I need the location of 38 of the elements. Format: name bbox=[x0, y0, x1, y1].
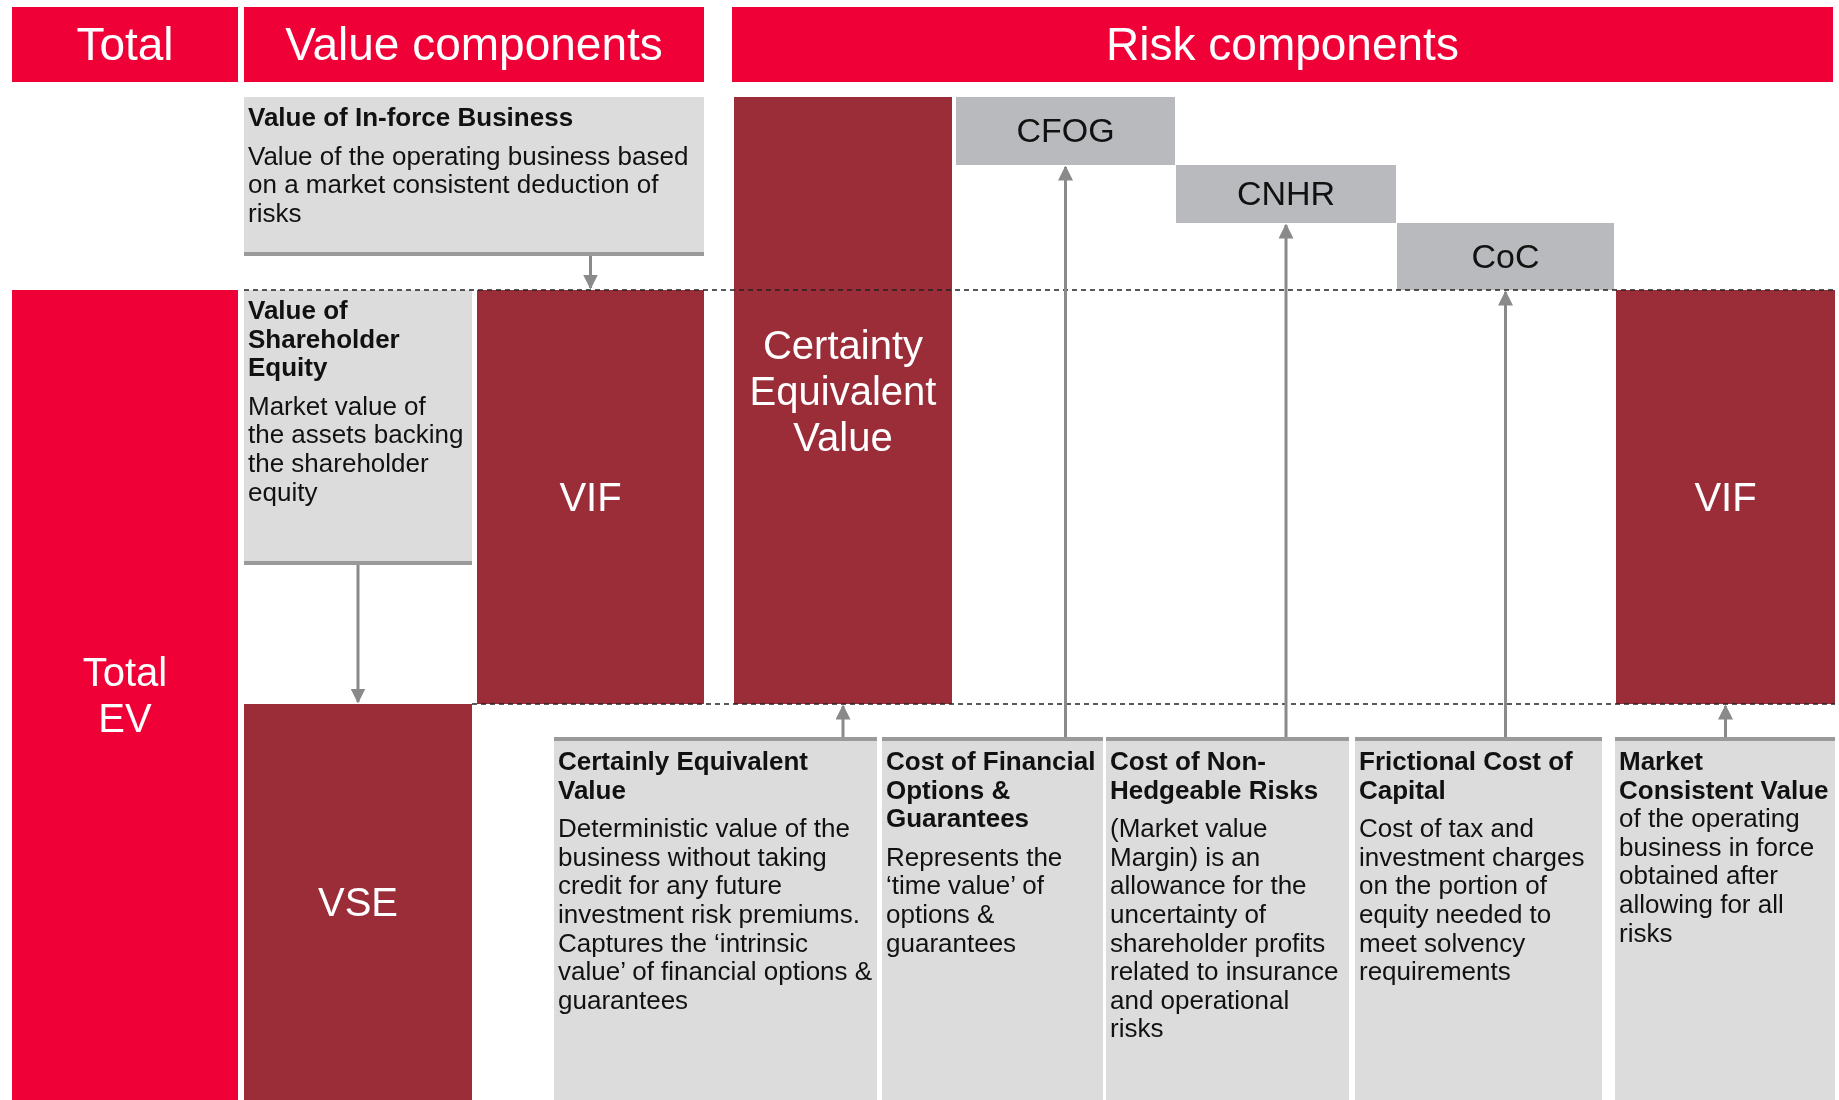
card-heading: Cost of Financial Options & Guarantees bbox=[886, 747, 1097, 833]
description-card bbox=[1355, 737, 1602, 1100]
card-heading: Frictional Cost of Capital bbox=[1359, 747, 1574, 805]
card-text: Cost of tax and investment charges on the portion of equity needed to meet solvency requirements bbox=[1359, 814, 1586, 986]
header-band: Risk components bbox=[732, 7, 1833, 82]
description-card bbox=[554, 737, 877, 1100]
card-text: Value of the operating business based on a market consistent deduction of risks bbox=[248, 141, 690, 228]
arrow bbox=[1058, 165, 1073, 737]
total-bar: Total EV bbox=[12, 290, 238, 1100]
description-card bbox=[882, 737, 1103, 1100]
arrow bbox=[1278, 223, 1294, 737]
card-heading: Certainly Equivalent Value bbox=[558, 747, 809, 805]
arrow bbox=[583, 256, 598, 290]
card-text: Represents the ‘time value’ of options & guarantees bbox=[886, 842, 1064, 958]
arrow bbox=[350, 565, 366, 704]
description-card bbox=[1615, 737, 1835, 1100]
card-heading: Value of Shareholder Equity bbox=[248, 296, 401, 382]
risk-bar: CFOG bbox=[956, 97, 1175, 165]
value-bar: Certainty Equivalent Value bbox=[734, 97, 952, 704]
risk-bar: CoC bbox=[1397, 223, 1614, 290]
header-band: Total bbox=[12, 7, 238, 82]
value-bar: VIF bbox=[1616, 290, 1835, 704]
arrow bbox=[835, 704, 851, 737]
card-text: (Market value Margin) is an allowance for the uncertainty of shareholder profits related to insurance and operational risks bbox=[1110, 814, 1340, 1043]
card-heading: Cost of Non-Hedgeable Risks bbox=[1110, 747, 1320, 805]
header-band: Value components bbox=[244, 7, 704, 82]
card-text: Market Consistent Value of the operating business in force obtained after allowing for all risks bbox=[1619, 747, 1830, 948]
risk-bar: CNHR bbox=[1176, 165, 1396, 223]
description-card bbox=[244, 290, 472, 565]
description-card bbox=[1106, 737, 1349, 1100]
description-card bbox=[244, 97, 704, 256]
card-text: Market value of the assets backing the shareholder equity bbox=[248, 391, 465, 507]
value-bar: VSE bbox=[244, 704, 472, 1100]
value-bar: VIF bbox=[477, 290, 704, 704]
arrow bbox=[1498, 290, 1513, 737]
arrow bbox=[1718, 704, 1733, 737]
card-text: Deterministic value of the business without taking credit for any future investment risk premiums. Captures the ‘intrinsic value’ of financial options & guarantees bbox=[558, 814, 873, 1015]
card-heading: Value of In-force Business bbox=[248, 103, 575, 132]
